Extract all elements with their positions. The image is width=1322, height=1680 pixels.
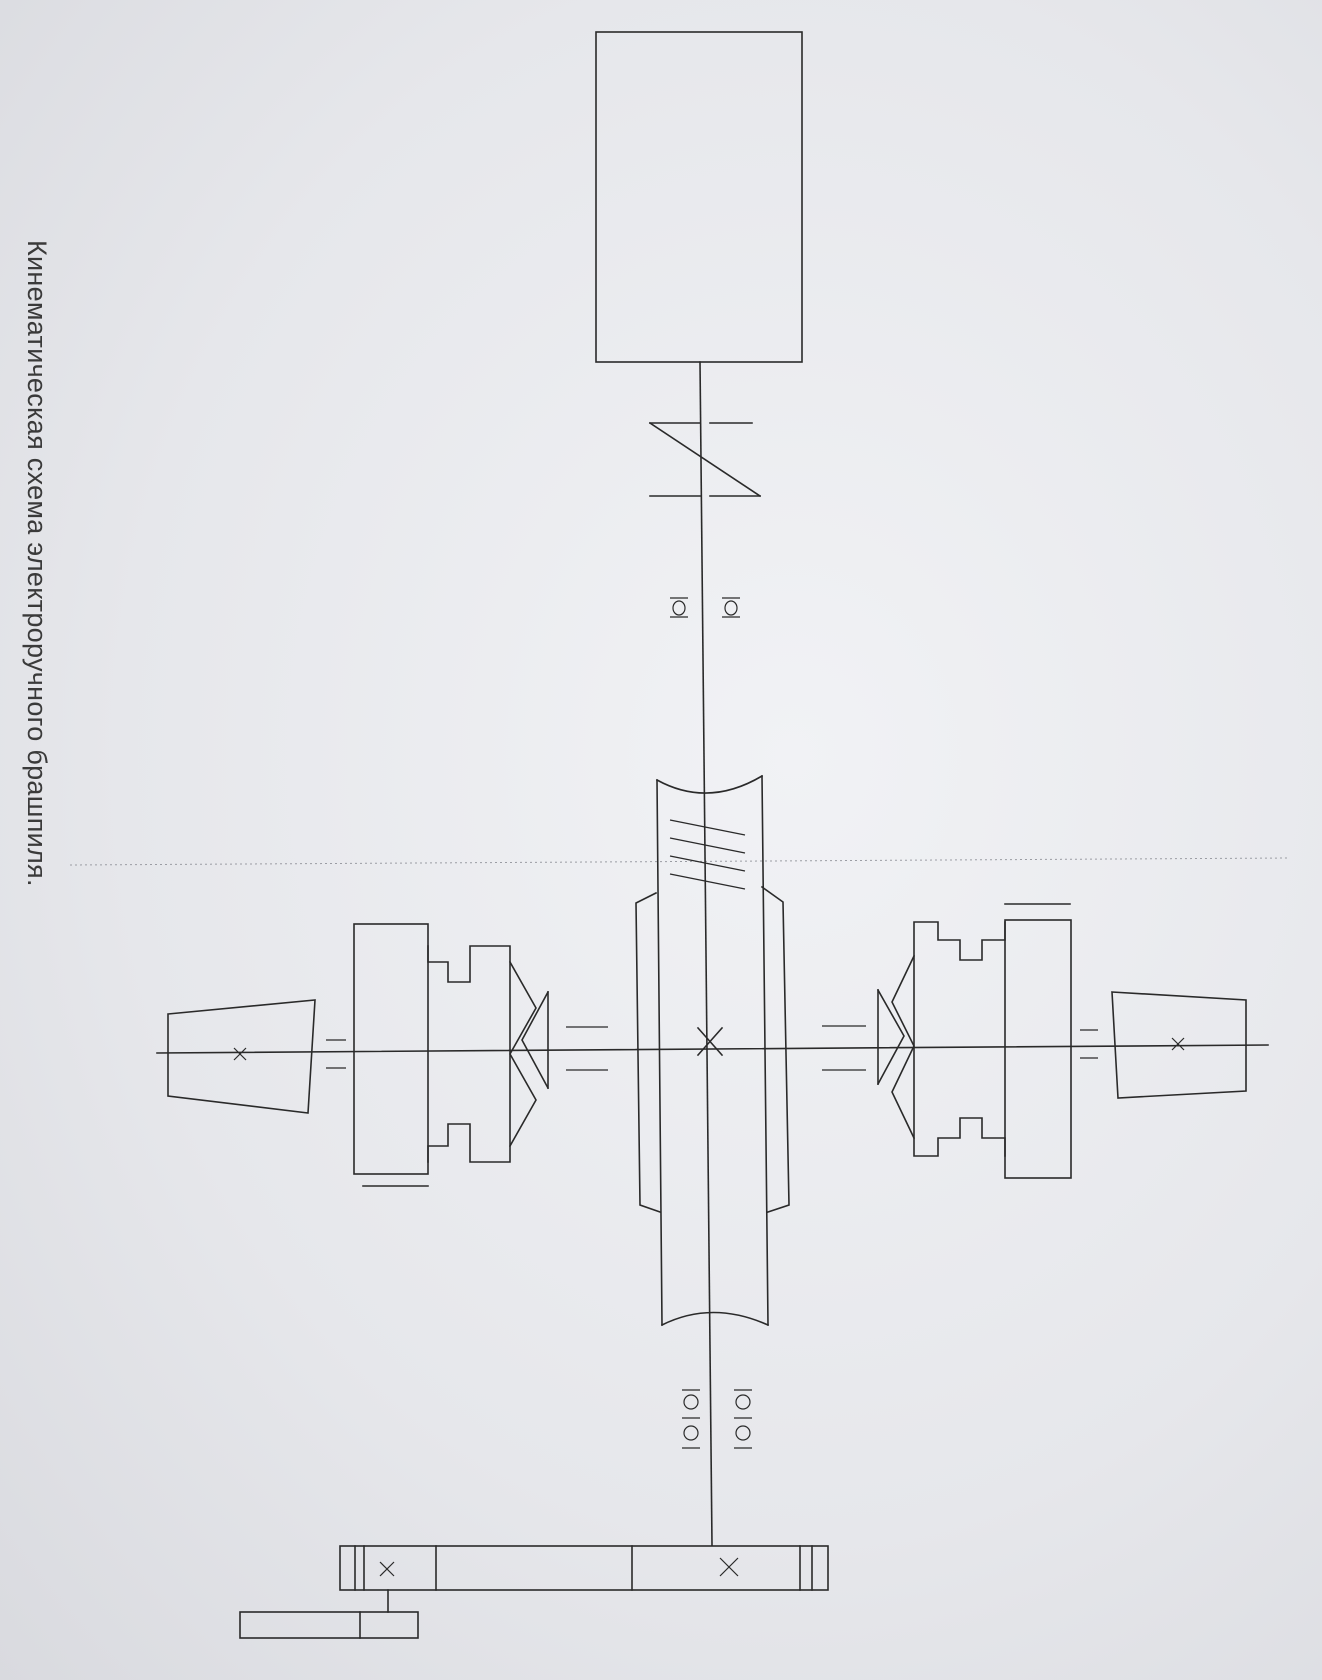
left-shaft-bearing: [566, 1026, 608, 1071]
paper-fold: [69, 857, 1291, 866]
right-shaft-bearing: [822, 1025, 866, 1071]
right-chain-sprocket: [1004, 903, 1072, 1179]
roller-bearing-pair: [682, 1389, 752, 1449]
right-warping-head: [1080, 991, 1247, 1099]
left-cam-clutch: [427, 945, 550, 1163]
right-cam-clutch: [876, 921, 1006, 1157]
bearing-pair: [670, 597, 740, 618]
horizontal-shaft: [156, 1044, 1269, 1054]
left-warping-head: [167, 999, 346, 1114]
worm-wheel: [635, 885, 790, 1214]
friction-clutch: [648, 421, 762, 498]
left-chain-sprocket: [353, 923, 429, 1187]
hand-crank: [239, 1589, 419, 1639]
electric-motor: [595, 31, 803, 363]
hand-drive-gear: [339, 1545, 829, 1591]
main-shaft: [699, 361, 713, 1546]
worm-gear: [655, 774, 770, 1327]
